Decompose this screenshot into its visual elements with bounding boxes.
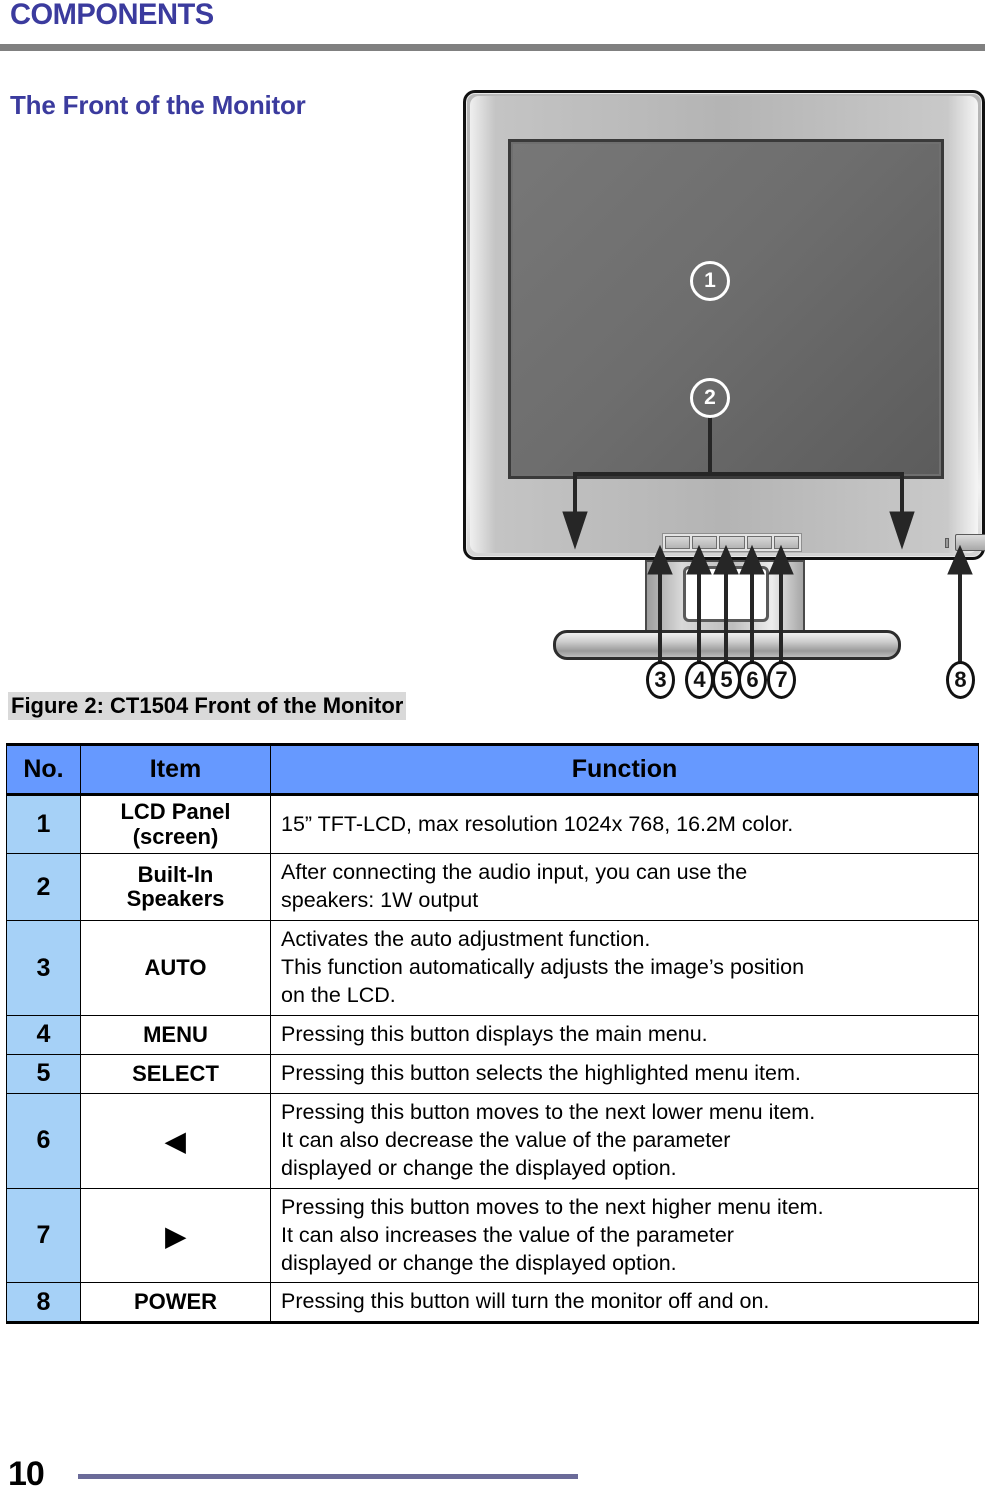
callout-4: 4 (685, 661, 714, 699)
row-number: 4 (6, 1014, 81, 1055)
right-button[interactable] (773, 536, 800, 549)
power-led-indicator (945, 538, 949, 548)
row-function: Activates the auto adjustment function. T… (270, 920, 979, 1016)
row-function: Pressing this button moves to the next l… (270, 1092, 979, 1189)
table-header-row: No. Item Function (6, 743, 979, 796)
row-number: 3 (6, 920, 81, 1016)
footer-divider (78, 1474, 578, 1479)
callout-3: 3 (646, 661, 675, 699)
table-row: 7 ▶ Pressing this button moves to the next… (6, 1187, 979, 1284)
monitor-illustration: 1 2 3 4 5 6 7 8 (455, 88, 985, 699)
page-number: 10 (8, 1455, 45, 1493)
row-function: Pressing this button displays the main m… (270, 1014, 979, 1055)
column-header-no: No. (6, 743, 81, 796)
table-row: 8 POWER Pressing this button will turn the… (6, 1282, 979, 1325)
row-function-line: displayed or change the displayed option… (281, 1250, 677, 1275)
lcd-screen (513, 144, 939, 474)
column-header-function: Function (270, 743, 979, 796)
right-triangle-icon-glyph: ▶ (165, 1220, 186, 1251)
table-row: 6 ◀ Pressing this button moves to the next… (6, 1092, 979, 1189)
row-function-line: Pressing this button moves to the next h… (281, 1194, 824, 1219)
row-function-line: on the LCD. (281, 983, 396, 1007)
row-item-line: SELECT (132, 1060, 219, 1086)
row-function-line: It can also increases the value of the p… (281, 1222, 734, 1247)
monitor-stand-neck-inset (683, 566, 769, 622)
left-button[interactable] (746, 536, 772, 549)
row-item-line: (screen) (132, 823, 219, 849)
row-number: 5 (6, 1053, 81, 1094)
row-function-line: Pressing this button will turn the monit… (281, 1289, 770, 1314)
table-row: 3 AUTO Activates the auto adjustment funct… (6, 920, 979, 1016)
row-function-line: It can also decrease the value of the pa… (281, 1127, 731, 1152)
row-function-line: displayed or change the displayed option… (281, 1155, 677, 1180)
left-triangle-icon: ◀ (80, 1092, 271, 1189)
row-function-line: Pressing this button displays the main m… (281, 1021, 708, 1046)
row-item: MENU (80, 1014, 271, 1055)
callout-7: 7 (767, 661, 796, 699)
row-function-line: This function automatically adjusts the … (281, 955, 805, 980)
callout-1: 1 (690, 261, 730, 301)
table-row: 5 SELECT Pressing this button selects the … (6, 1053, 979, 1094)
row-function-line: speakers: 1W output (281, 888, 479, 913)
section-heading: The Front of the Monitor (10, 90, 306, 120)
power-button[interactable] (955, 534, 985, 551)
row-item-line: Built-In (137, 861, 214, 887)
row-function-line: Pressing this button selects the highlig… (281, 1060, 801, 1085)
row-item: AUTO (80, 920, 271, 1016)
row-function: 15” TFT-LCD, max resolution 1024x 768, 1… (270, 793, 979, 855)
row-number: 7 (6, 1187, 81, 1284)
row-function: Pressing this button will turn the monit… (270, 1282, 979, 1325)
row-function-line: Activates the auto adjustment function. (281, 927, 651, 952)
callout-6: 6 (738, 661, 767, 699)
auto-button[interactable] (665, 536, 691, 549)
row-function: After connecting the audio input, you ca… (270, 853, 979, 922)
row-item-line: LCD Panel (120, 799, 231, 824)
row-number: 2 (6, 853, 81, 922)
row-function-line: 15” TFT-LCD, max resolution 1024x 768, 1… (281, 811, 794, 836)
column-header-item: Item (80, 743, 271, 796)
osd-button-strip (662, 533, 802, 552)
row-item-line: MENU (143, 1021, 208, 1047)
row-function: Pressing this button selects the highlig… (270, 1053, 979, 1094)
callout-8: 8 (946, 661, 975, 699)
figure-caption: Figure 2: CT1504 Front of the Monitor (8, 692, 407, 720)
row-item-line: POWER (133, 1289, 218, 1315)
right-triangle-icon: ▶ (80, 1187, 271, 1284)
callout-2: 2 (690, 378, 730, 418)
left-triangle-icon-glyph: ◀ (165, 1125, 186, 1156)
row-item-line: AUTO (144, 954, 207, 980)
monitor-stand-base (553, 630, 901, 660)
lcd-screen-frame (508, 139, 944, 479)
row-function-line: Pressing this button moves to the next l… (281, 1099, 816, 1124)
select-button[interactable] (719, 536, 745, 549)
row-number: 6 (6, 1092, 81, 1189)
row-item-line: Speakers (126, 886, 225, 912)
row-item: SELECT (80, 1053, 271, 1094)
row-function: Pressing this button moves to the next h… (270, 1187, 979, 1284)
chapter-title: COMPONENTS (10, 0, 214, 31)
monitor-chassis (463, 90, 985, 560)
menu-button[interactable] (692, 536, 718, 549)
row-number: 8 (6, 1282, 81, 1325)
callout-5: 5 (712, 661, 741, 699)
row-item: POWER (80, 1282, 271, 1325)
row-item: LCD Panel(screen) (80, 793, 271, 855)
header-divider (0, 44, 985, 51)
row-function-line: After connecting the audio input, you ca… (281, 860, 748, 885)
row-number: 1 (6, 793, 81, 855)
table-row: 4 MENU Pressing this button displays the m… (6, 1014, 979, 1055)
